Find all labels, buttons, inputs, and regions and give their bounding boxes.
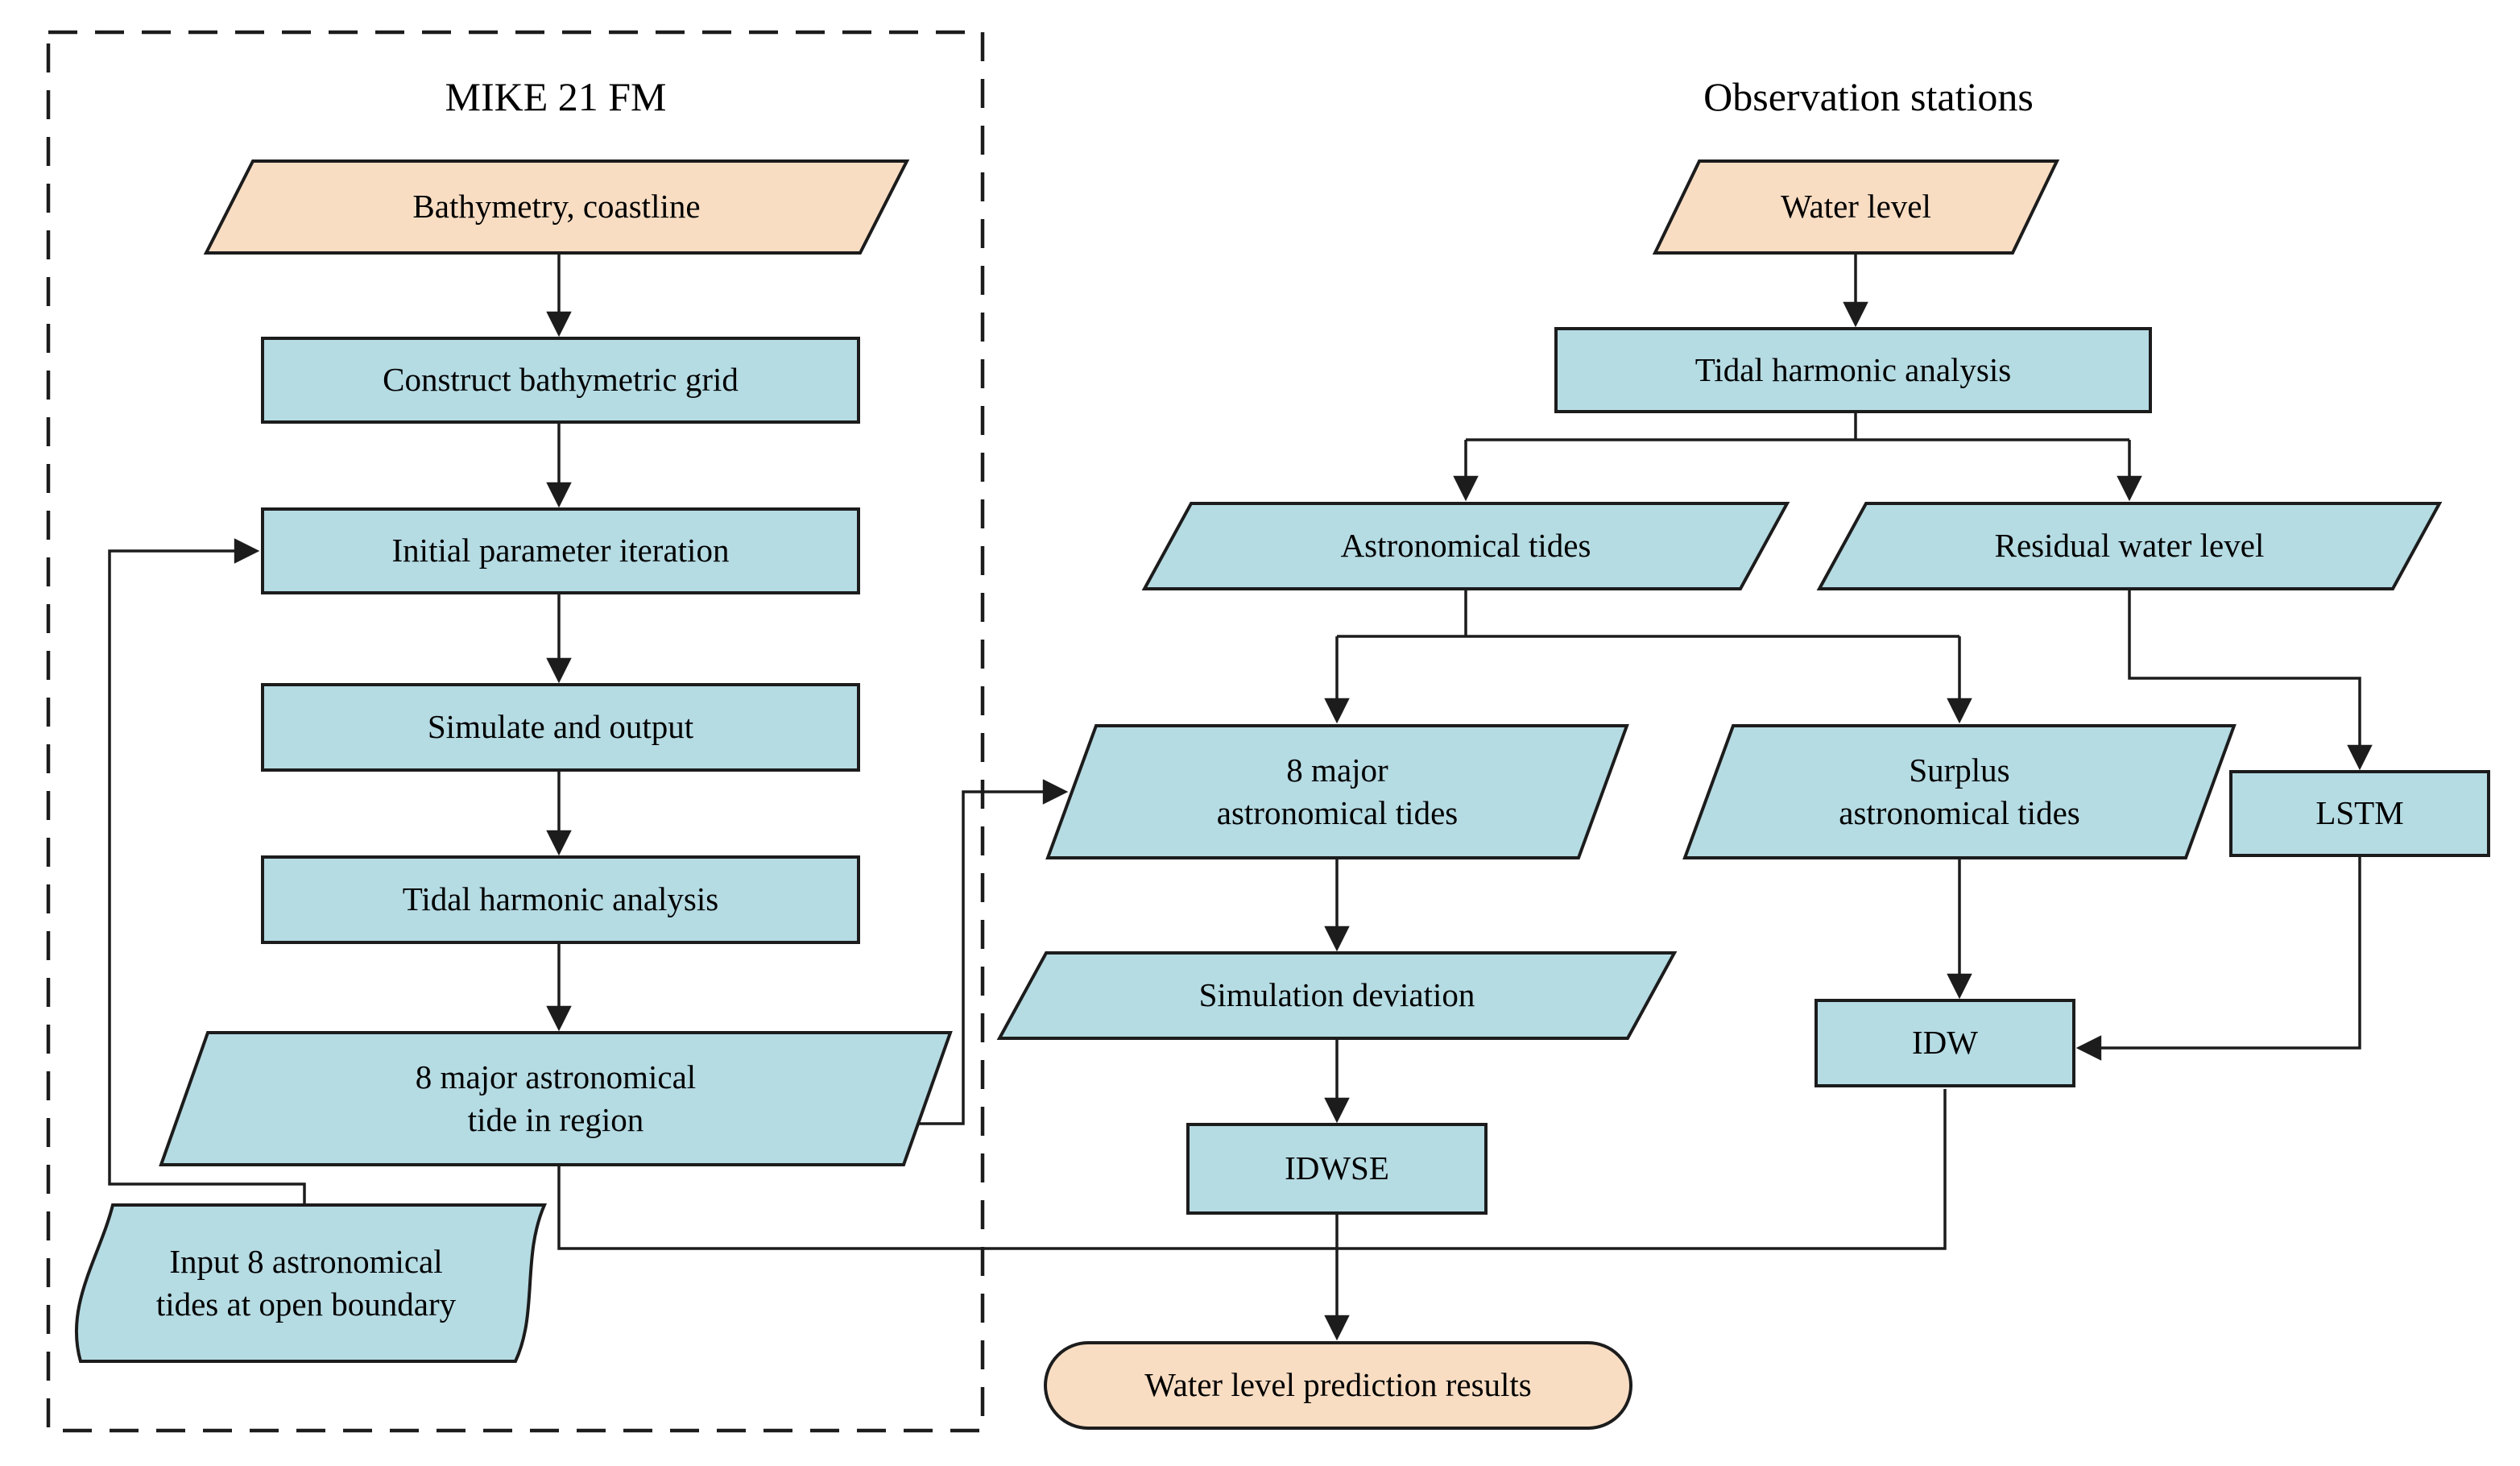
node-idw-shape [1814, 999, 2075, 1087]
node-input8-shape [74, 1203, 548, 1363]
node-astronomical-shape [1141, 502, 1790, 590]
node-region8-shape [159, 1031, 953, 1166]
node-tidal-right-shape [1554, 327, 2152, 413]
node-construct-shape [261, 337, 860, 424]
connector-region8-idw-join [557, 1089, 1947, 1250]
node-simulate-shape [261, 683, 860, 772]
connector-residual-lstm [2128, 589, 2373, 771]
node-simdev-shape [996, 951, 1678, 1040]
node-tidal-left-shape [261, 855, 860, 944]
node-surplus-shape [1682, 724, 2237, 859]
node-idwse-shape [1186, 1123, 1488, 1215]
connector-tidalright-split-bar [1466, 412, 2129, 441]
connector-lstm-idw [2075, 855, 2361, 1061]
node-water-level-shape [1652, 159, 2060, 255]
node-initial-shape [261, 507, 860, 594]
node-lstm-shape [2229, 770, 2490, 857]
connector-astronomical-split-bar [1337, 589, 1959, 638]
connector-input8-initial-loop [108, 538, 306, 1205]
mike21-group-frame [46, 30, 985, 1433]
node-bathymetry-shape [203, 159, 910, 255]
node-result-shape [1044, 1341, 1632, 1430]
node-residual-shape [1816, 502, 2443, 590]
node-major8-shape [1045, 724, 1629, 859]
connector-region8-major8 [917, 779, 1069, 1125]
